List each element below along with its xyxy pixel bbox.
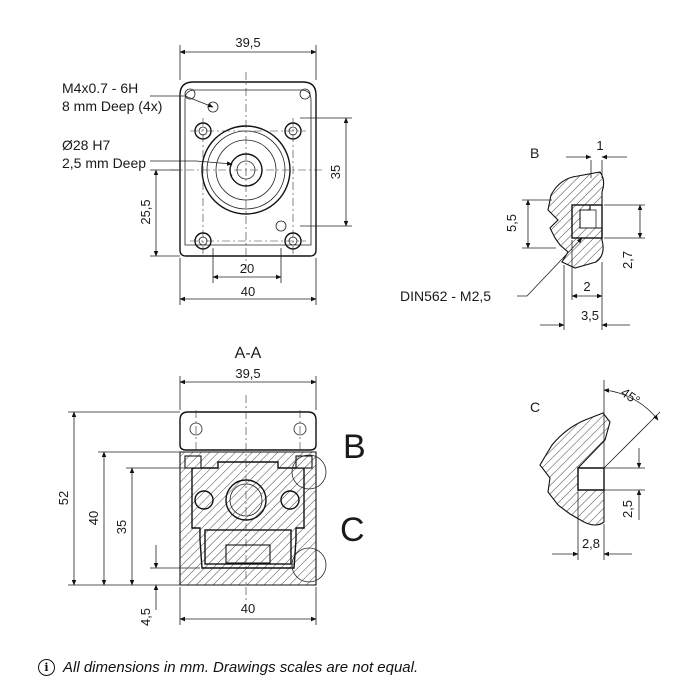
dim-top-40: 40 — [241, 284, 255, 299]
dim-sec-35: 35 — [114, 520, 129, 534]
info-icon: i — [38, 659, 55, 676]
dim-b-3-5: 3,5 — [581, 308, 599, 323]
dim-b-5-5: 5,5 — [504, 214, 519, 232]
note-thread-1: M4x0.7 - 6H — [62, 80, 138, 96]
dim-b-1: 1 — [596, 138, 603, 153]
callout-b: B — [343, 428, 366, 466]
note-bore-2: 2,5 mm Deep — [62, 155, 146, 171]
top-view: 39,5 35 25,5 20 40 M4x0.7 - 6H 8 mm Deep… — [62, 35, 352, 305]
dim-c-45: 45° — [618, 385, 643, 409]
dim-sec-40v: 40 — [86, 511, 101, 525]
detail-b: B 1 5,5 2,7 2 3,5 DIN562 - M2,5 — [400, 138, 645, 330]
dim-top-20: 20 — [240, 261, 254, 276]
footnote-text: All dimensions in mm. Drawings scales ar… — [63, 659, 419, 676]
dim-top-width: 39,5 — [235, 35, 260, 50]
section-a-a: A-A B C 39,5 — [56, 345, 366, 626]
dim-top-35: 35 — [328, 165, 343, 179]
note-thread-2: 8 mm Deep (4x) — [62, 98, 162, 114]
dim-b-2: 2 — [583, 279, 590, 294]
callout-c: C — [340, 511, 365, 549]
dim-sec-52: 52 — [56, 491, 71, 505]
dim-sec-4-5: 4,5 — [138, 608, 153, 626]
footnote: i All dimensions in mm. Drawings scales … — [38, 659, 418, 676]
dim-top-25-5: 25,5 — [138, 199, 153, 224]
note-din562: DIN562 - M2,5 — [400, 288, 491, 304]
dim-c-2-8: 2,8 — [582, 536, 600, 551]
dim-sec-39-5: 39,5 — [235, 366, 260, 381]
note-bore-1: Ø28 H7 — [62, 137, 110, 153]
dim-b-2-7: 2,7 — [620, 251, 635, 269]
dim-c-2-5: 2,5 — [620, 500, 635, 518]
section-title: A-A — [235, 345, 262, 362]
dim-sec-40: 40 — [241, 601, 255, 616]
detail-c: C 45° 2,5 2,8 — [530, 380, 661, 560]
detail-c-label: C — [530, 399, 540, 415]
detail-b-label: B — [530, 145, 539, 161]
